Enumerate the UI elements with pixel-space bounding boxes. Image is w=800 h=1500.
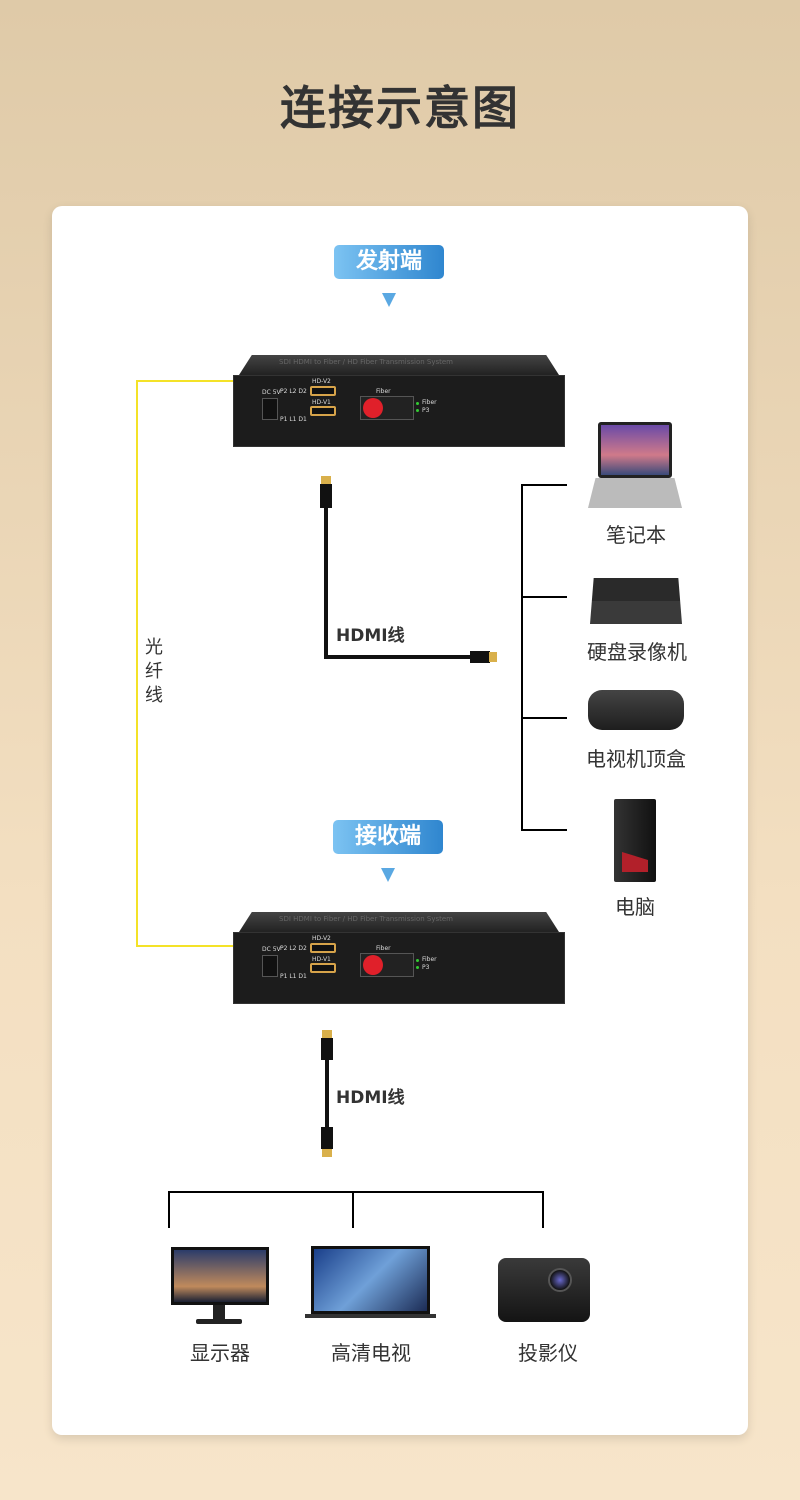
led-label: Fiber	[422, 956, 437, 963]
led-label: P3	[422, 964, 430, 971]
dvr-icon	[590, 578, 682, 624]
port-label: HD-V2	[312, 935, 331, 942]
source-label-settop-box: 电视机顶盒	[586, 747, 686, 771]
tv-icon	[311, 1246, 430, 1314]
source-label-pc: 电脑	[615, 895, 655, 919]
hdmi-port-icon	[310, 943, 336, 953]
page-title: 连接示意图	[280, 81, 520, 135]
receiver-device: SDI HDMI to Fiber / HD Fiber Transmissio…	[233, 912, 565, 1004]
fiber-line-top	[136, 380, 234, 382]
transmitter-badge: 发射端	[334, 245, 444, 279]
down-arrow-icon	[381, 868, 395, 882]
receiver-badge: 接收端	[333, 820, 443, 854]
laptop-keyboard	[588, 478, 682, 508]
display-label-tv: 高清电视	[331, 1341, 411, 1365]
led-label: P2 L2 D2	[280, 388, 307, 395]
hdmi-port-icon	[310, 386, 336, 396]
led-label: P3	[422, 407, 430, 414]
fiber-port-label: Fiber	[376, 945, 391, 952]
dc-label: DC 5V	[262, 389, 281, 396]
led-label: P1 L1 D1	[280, 973, 307, 980]
port-label: HD-V1	[312, 956, 331, 963]
projector-icon	[498, 1258, 590, 1322]
fiber-port-icon	[360, 953, 414, 977]
led-label: P2 L2 D2	[280, 945, 307, 952]
down-arrow-icon	[382, 293, 396, 307]
fiber-label-char: 线	[145, 685, 163, 706]
hdmi-port-icon	[310, 406, 336, 416]
dc-label: DC 5V	[262, 946, 281, 953]
fiber-label-char: 光	[145, 637, 163, 658]
laptop-icon	[598, 422, 672, 478]
dc-jack-icon	[262, 955, 278, 977]
transmitter-device: SDI HDMI to Fiber / HD Fiber Transmissio…	[233, 355, 565, 447]
fiber-label: 光纤线	[145, 636, 165, 708]
hdmi-port-icon	[310, 963, 336, 973]
led-label: Fiber	[422, 399, 437, 406]
port-label: HD-V2	[312, 378, 331, 385]
hdmi-cable-label: HDMI线	[336, 626, 405, 646]
device-model-text: SDI HDMI to Fiber / HD Fiber Transmissio…	[279, 915, 453, 923]
fiber-label-char: 纤	[145, 661, 163, 682]
display-label-projector: 投影仪	[518, 1341, 578, 1365]
port-label: HD-V1	[312, 399, 331, 406]
device-model-text: SDI HDMI to Fiber / HD Fiber Transmissio…	[279, 358, 453, 366]
display-label-monitor: 显示器	[190, 1341, 250, 1365]
fiber-line-bottom	[136, 945, 234, 947]
dc-jack-icon	[262, 398, 278, 420]
fiber-port-icon	[360, 396, 414, 420]
source-label-dvr: 硬盘录像机	[587, 640, 687, 664]
fiber-line	[136, 380, 138, 947]
fiber-port-label: Fiber	[376, 388, 391, 395]
led-label: P1 L1 D1	[280, 416, 307, 423]
desktop-pc-icon	[614, 799, 656, 882]
source-label-laptop: 笔记本	[606, 523, 666, 547]
hdmi-cable-label: HDMI线	[336, 1088, 405, 1108]
monitor-icon	[171, 1247, 269, 1305]
settop-box-icon	[588, 690, 684, 730]
